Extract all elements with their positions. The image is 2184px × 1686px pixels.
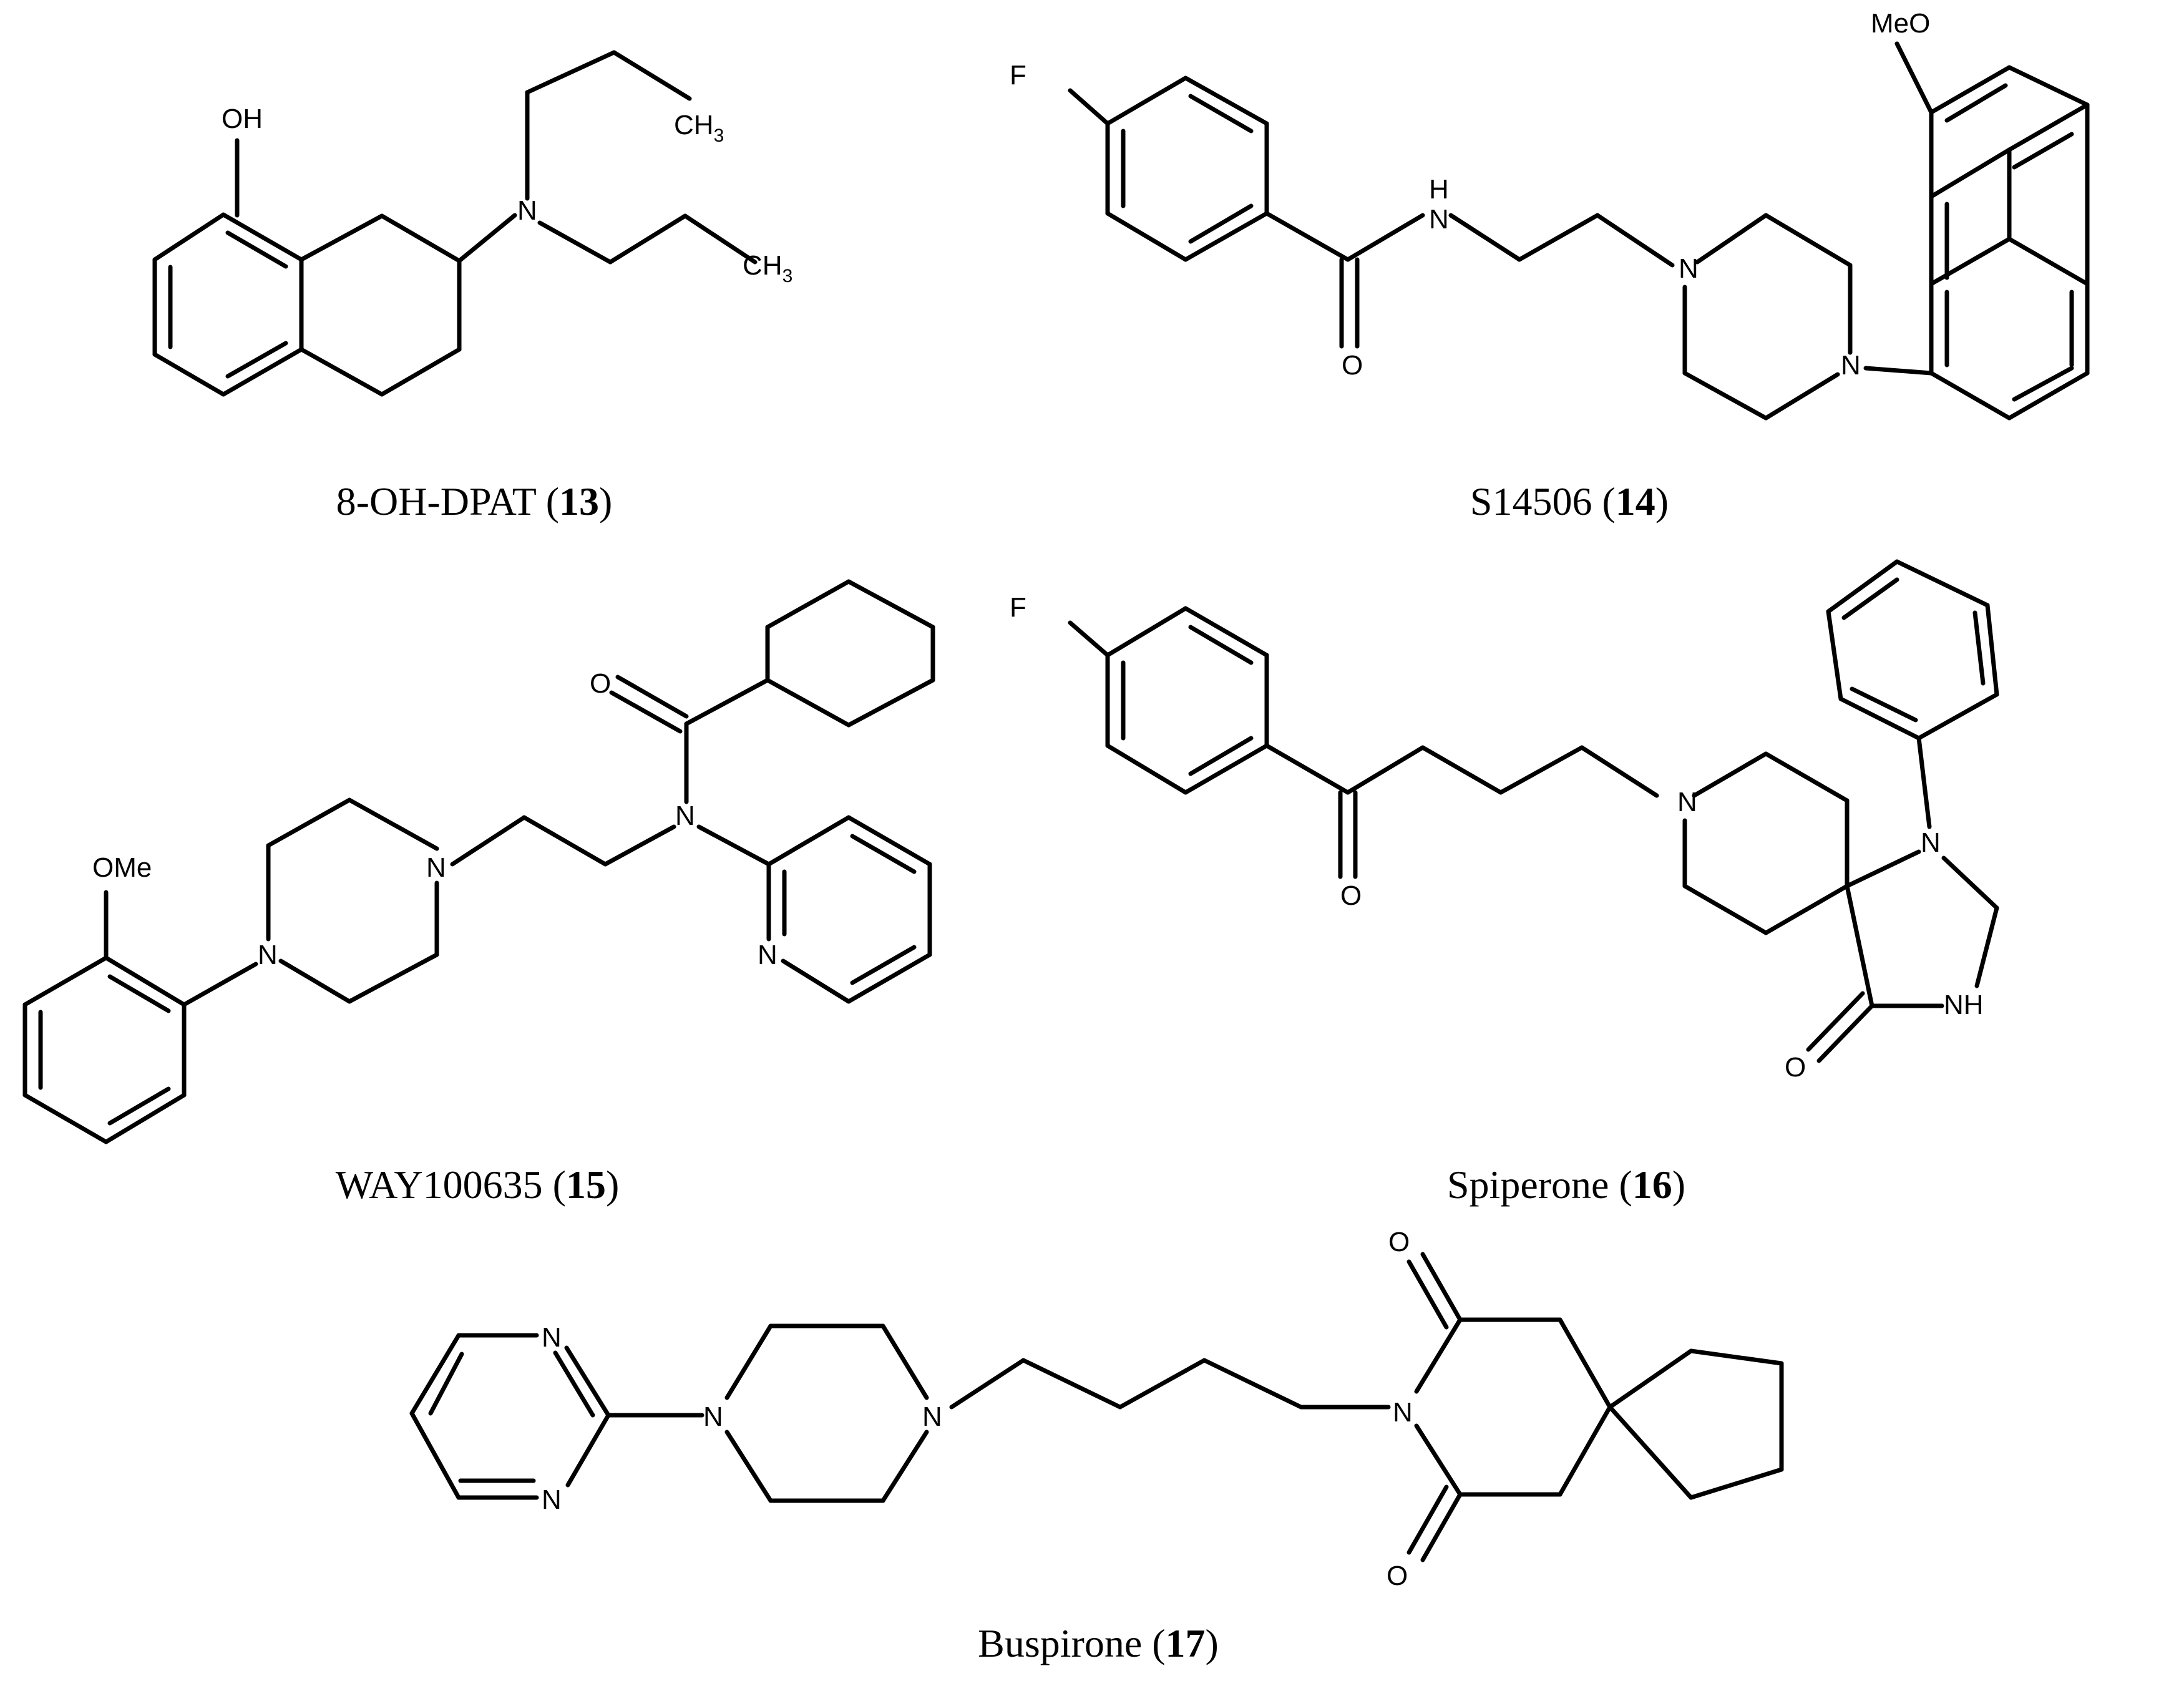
structure-way100635: O N N N OMe N WAY100635 (15) [22, 579, 935, 1207]
structure-8-oh-dpat: OH CH3 N CH3 8-OH-DPAT (13) [152, 50, 792, 524]
atom-label: CH3 [674, 110, 724, 146]
structure-buspirone: N N N N O N O Buspirone (17) [409, 1227, 1784, 1665]
atom-label: N [1677, 787, 1697, 817]
atom-label: F [1010, 60, 1026, 90]
atom-label: N [258, 940, 278, 970]
atom-labels-buspirone: N N N N O N O [542, 1227, 1413, 1591]
atom-label: N [1841, 350, 1861, 381]
atom-labels-s14506: F H N O N N MeO [1010, 8, 1930, 381]
atom-label: O [1388, 1227, 1410, 1257]
bonds-s14506 [1068, 41, 2090, 421]
atom-label: F [1010, 592, 1026, 623]
atom-label: N [758, 940, 778, 970]
atom-label: N [1921, 827, 1941, 858]
atom-label: N [1679, 253, 1699, 284]
atom-labels-spiperone: F O N N NH O [1010, 592, 1984, 1083]
atom-label: N [1393, 1397, 1413, 1428]
atom-label: MeO [1871, 8, 1930, 39]
atom-label: NH [1944, 990, 1984, 1020]
atom-label: OMe [92, 852, 152, 883]
atom-label: CH3 [743, 250, 792, 286]
compound-caption: 8-OH-DPAT (13) [336, 479, 613, 524]
atom-label: O [1785, 1052, 1806, 1083]
atom-label: O [1342, 350, 1363, 381]
bonds-spiperone [1068, 559, 1999, 1063]
atom-labels-8-oh-dpat: OH CH3 N CH3 [222, 104, 792, 286]
atom-label: N [426, 852, 446, 883]
atom-label: N [542, 1322, 562, 1353]
atom-label: O [1387, 1561, 1408, 1591]
structure-s14506: F H N O N N MeO S14506 (14) [1010, 8, 2090, 524]
structure-spiperone: F O N N NH O Spiperone (16) [1010, 559, 1999, 1207]
compound-caption: WAY100635 (15) [336, 1162, 620, 1207]
atom-label: O [1340, 880, 1362, 911]
bonds-8-oh-dpat [152, 50, 758, 397]
bonds-way100635 [22, 579, 935, 1144]
atom-label: N [703, 1401, 723, 1432]
atom-label: N [1429, 204, 1449, 235]
compound-caption: S14506 (14) [1470, 479, 1669, 524]
atom-labels-way100635: O N N N OMe N [92, 668, 778, 970]
bonds-buspirone [409, 1252, 1784, 1562]
atom-label: N [922, 1401, 942, 1432]
compound-caption: Buspirone (17) [978, 1621, 1219, 1665]
atom-label: N [675, 801, 695, 831]
atom-label: OH [222, 104, 263, 134]
atom-label: N [517, 195, 537, 226]
atom-label: H [1429, 174, 1449, 205]
atom-label: N [542, 1484, 562, 1515]
atom-label: O [590, 668, 611, 699]
compound-caption: Spiperone (16) [1447, 1162, 1685, 1207]
